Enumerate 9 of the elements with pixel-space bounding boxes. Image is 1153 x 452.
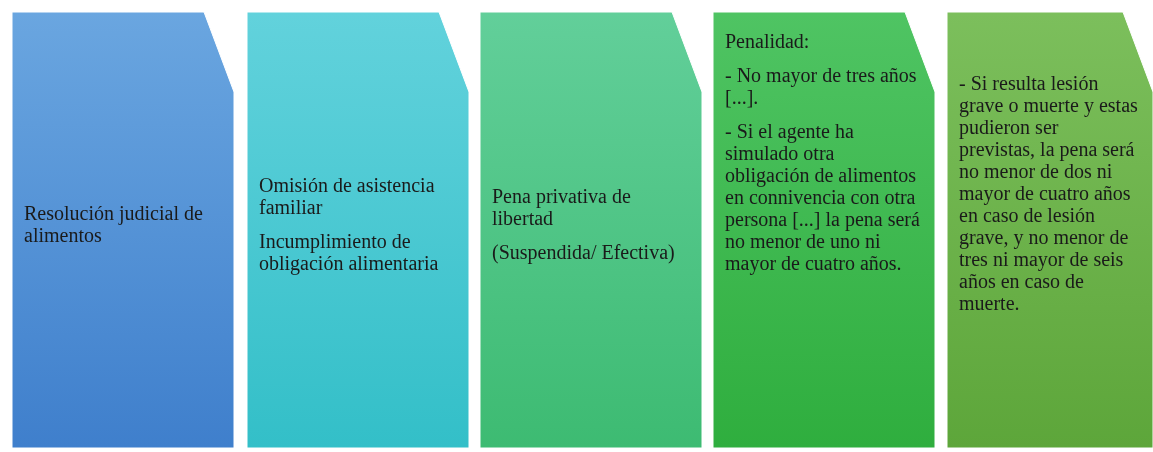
- step-text: - No mayor de tres años [...].: [725, 64, 918, 108]
- step-text: Penalidad:: [725, 30, 811, 52]
- step-text: Incumplimiento de obligación alimentaria: [259, 230, 440, 274]
- step-text: - Si resulta lesión grave o muerte y estas pudieron ser previstas, la pena será no menor de dos ni mayor de cuatro años en caso de lesión grave, y no menor de tres ni mayor de seis años en caso de muerte.: [959, 72, 1139, 314]
- step-text: Omisión de asistencia familiar: [259, 174, 436, 218]
- step-text: (Suspendida/ Efectiva): [492, 241, 676, 263]
- step-text: Resolución judicial de alimentos: [24, 202, 204, 246]
- step-text: Pena privativa de libertad: [492, 185, 632, 229]
- step-text: - Si el agente ha simulado otra obligación de alimentos en connivencia con otra persona [...] la pena será no menor de uno ni mayor de cuatro años.: [725, 120, 921, 274]
